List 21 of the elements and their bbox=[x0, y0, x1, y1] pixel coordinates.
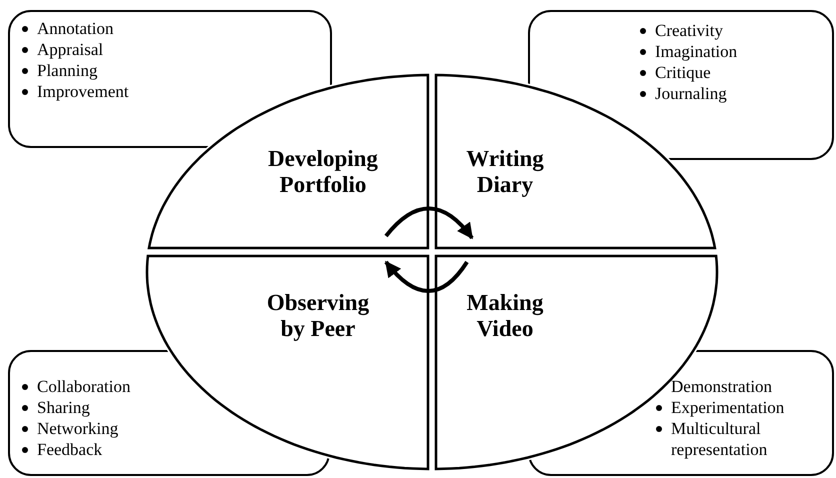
quadrant-title: Making Video bbox=[466, 290, 544, 342]
list-item: Planning bbox=[37, 60, 98, 81]
list-item: Journaling bbox=[655, 83, 727, 104]
list-item: Imagination bbox=[655, 41, 738, 62]
list-item: Improvement bbox=[37, 81, 129, 102]
list-item: Annotation bbox=[37, 18, 114, 39]
curved-arrow bbox=[384, 206, 474, 240]
list-item: Critique bbox=[655, 62, 711, 83]
quadrant-title: Developing Portfolio bbox=[267, 146, 379, 198]
list-item: Creativity bbox=[655, 20, 723, 41]
list-item: Collaboration bbox=[37, 376, 130, 397]
list-item: Feedback bbox=[37, 439, 102, 460]
list-item: Appraisal bbox=[37, 39, 104, 60]
list-item: Multicultural representation bbox=[671, 418, 768, 460]
quadrant-title: Writing Diary bbox=[465, 146, 545, 198]
list-item: Networking bbox=[37, 418, 118, 439]
list-item: Experimentation bbox=[671, 397, 784, 418]
list-item: Sharing bbox=[37, 397, 90, 418]
list-item: Demonstration bbox=[671, 376, 772, 397]
curved-arrow bbox=[384, 260, 469, 293]
quadrant-title: Observing by Peer bbox=[266, 290, 370, 342]
